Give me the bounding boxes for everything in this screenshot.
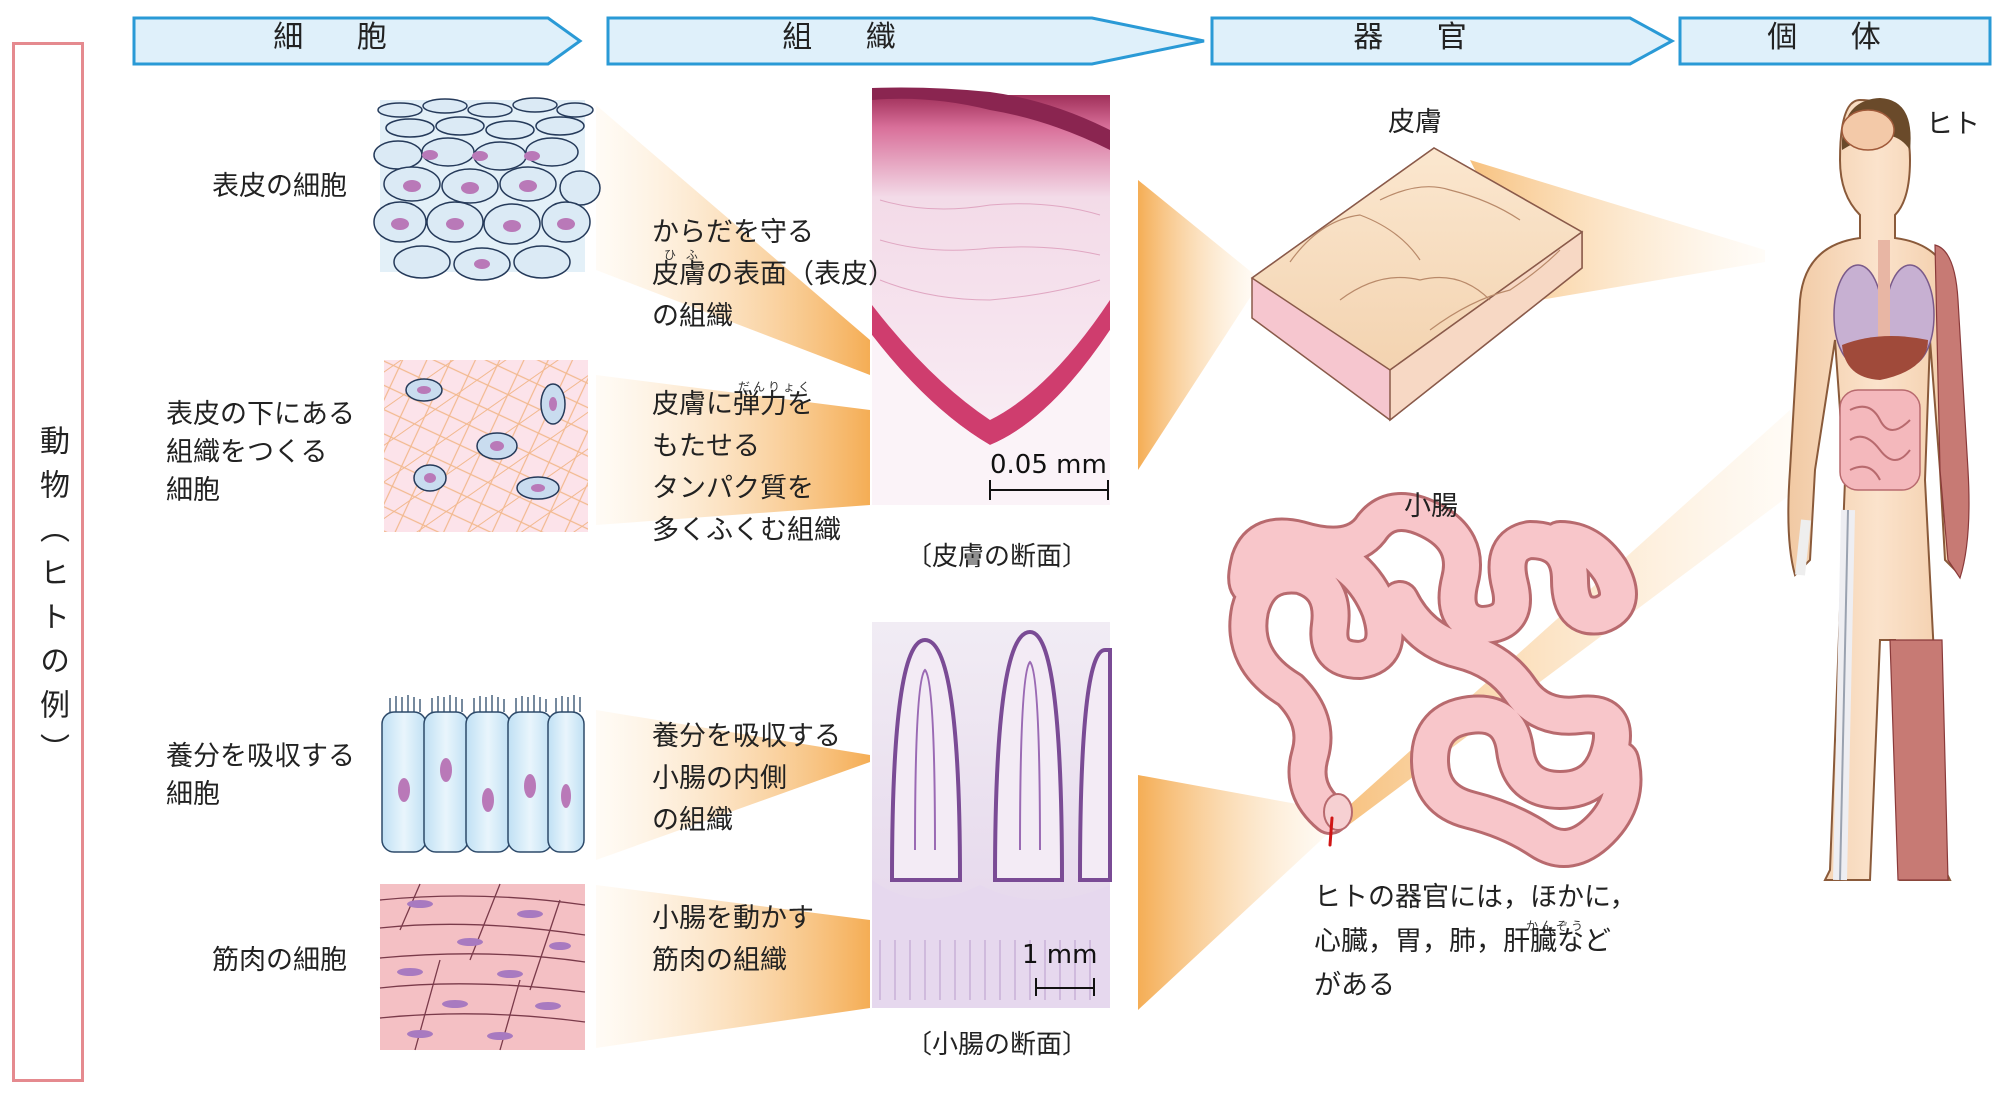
organ-note-furigana: かんぞう [1526,919,1587,933]
tissue-label-intestinal-muscle: 小腸を動かす 筋肉の組織 [652,903,814,976]
header-box-individual [1678,16,1992,66]
beam-tissue-to-organ-2 [1138,775,1332,1010]
beam-cell-to-tissue-2 [596,375,870,525]
header-individual-label: 個 体 [1767,20,1903,55]
skin-micrograph-caption: 〔皮膚の断面〕 [906,542,1089,572]
muscle-cells-illustration [379,883,586,1051]
beam-cell-to-tissue-3 [596,710,870,860]
header-cell-label: 細 胞 [273,20,409,55]
intestine-micrograph-caption: 〔小腸の断面〕 [906,1030,1089,1060]
organ-label-skin: 皮膚 [1388,107,1442,138]
tissue-label-epidermis: からだを守る 皮膚の表面（表皮） の組織 [652,217,895,332]
header-tissue-label: 組 織 [782,20,918,55]
individual-label-human: ヒト [1926,109,1980,140]
epidermis-cells-illustration [373,97,601,281]
skin-organ-illustration [1250,147,1584,422]
cell-label-muscle: 筋肉の細胞 [212,945,347,976]
cell-label-dermis: 表皮の下にある 組織をつくる 細胞 [166,399,355,506]
header-arrow-organ [1210,16,1676,66]
cell-label-absorptive: 養分を吸収する 細胞 [166,741,355,810]
absorptive-cells-illustration [381,695,585,853]
side-label: 動物（ヒトの例） [34,425,69,777]
cell-label-epidermis: 表皮の細胞 [212,171,347,202]
beam-cell-to-tissue-4 [596,885,870,1048]
dermis-cells-illustration [384,360,588,532]
organ-note: ヒトの器官には，ほかに， 心臓，胃，肺，肝臓など がある [1314,882,1637,1001]
header-arrow-cell [132,16,583,66]
skin-scale-label: 0.05 mm [990,450,1107,480]
organ-label-small-intestine: 小腸 [1404,491,1458,522]
header-arrow-tissue [606,16,1205,66]
intestine-scale-label: 1 mm [1022,940,1098,970]
human-body-illustration [1787,98,1970,881]
tissue-label-intestinal-lining: 養分を吸収する 小腸の内側 の組織 [652,721,841,836]
beam-cell-to-tissue-1 [596,105,870,375]
intestine-micrograph [872,622,1112,1008]
beam-tissue-to-organ-1 [1138,180,1255,470]
header-organ-label: 器 官 [1353,20,1489,55]
tissue-furigana-1: ひ ふ [664,248,701,262]
skin-micrograph [872,87,1110,505]
tissue-label-dermis: 皮膚に弾力を もたせる タンパク質を 多くふくむ組織 [652,389,841,546]
small-intestine-illustration [1227,492,1643,868]
tissue-furigana-2: だんりょく [738,380,814,394]
animal-side-frame: 動物（ヒトの例） [12,42,84,1082]
